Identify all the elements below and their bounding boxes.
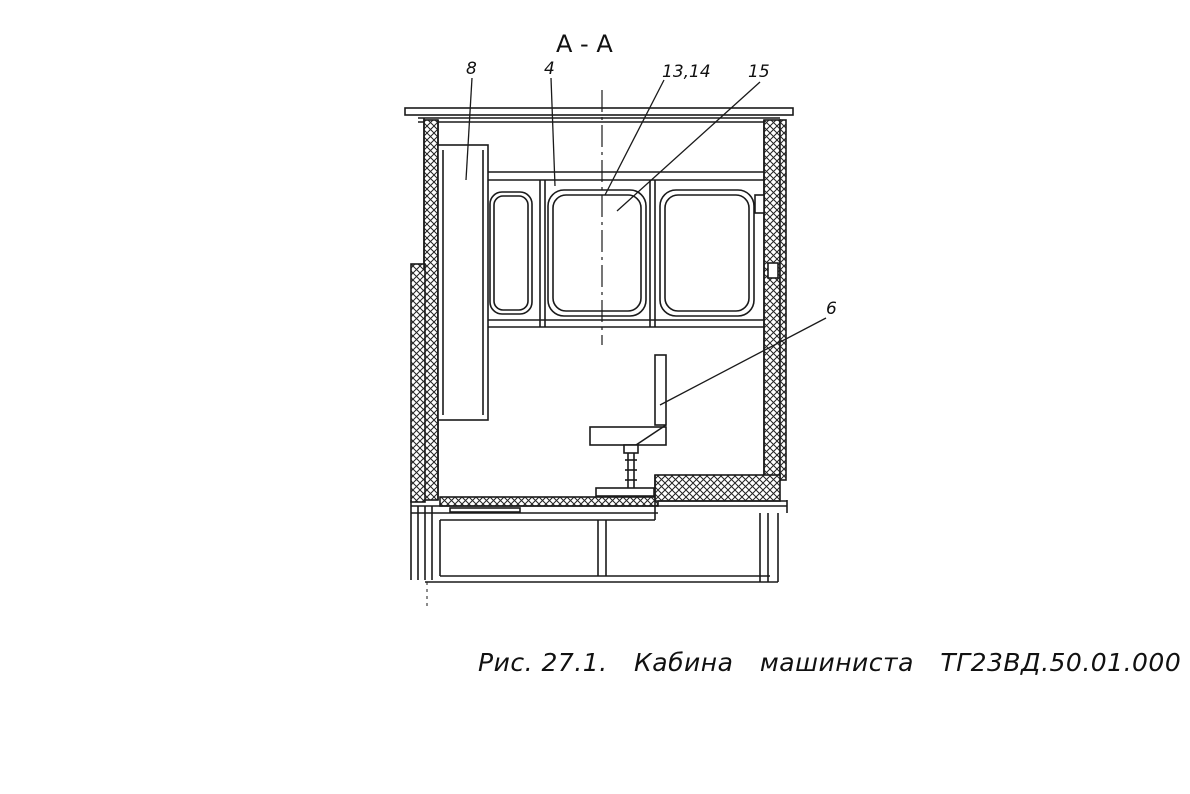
figure-caption: Рис. 27.1. Кабина машиниста ТГ23ВД.50.01… <box>478 648 1190 677</box>
callout-13-14: 13,14 <box>662 62 711 82</box>
floor <box>411 474 787 521</box>
leader-lines <box>465 77 827 406</box>
caption-word-driver: машиниста <box>759 648 914 677</box>
callout-8: 8 <box>466 59 477 79</box>
section-label: А - А <box>556 30 613 58</box>
cabinet-8 <box>437 144 489 421</box>
underframe <box>410 500 788 610</box>
figure-number: Рис. 27.1. <box>478 648 608 677</box>
callout-6: 6 <box>826 299 837 319</box>
roof <box>404 107 794 123</box>
driver-seat-6 <box>589 354 667 497</box>
window-frame-4 <box>488 171 764 328</box>
callout-15: 15 <box>748 62 770 82</box>
window-center <box>547 189 647 317</box>
callout-4: 4 <box>544 59 555 79</box>
left-wall <box>410 118 439 503</box>
caption-word-cab: Кабина <box>634 648 734 677</box>
right-wall <box>754 119 787 481</box>
drawing-designation: ТГ23ВД.50.01.000 <box>940 648 1182 677</box>
